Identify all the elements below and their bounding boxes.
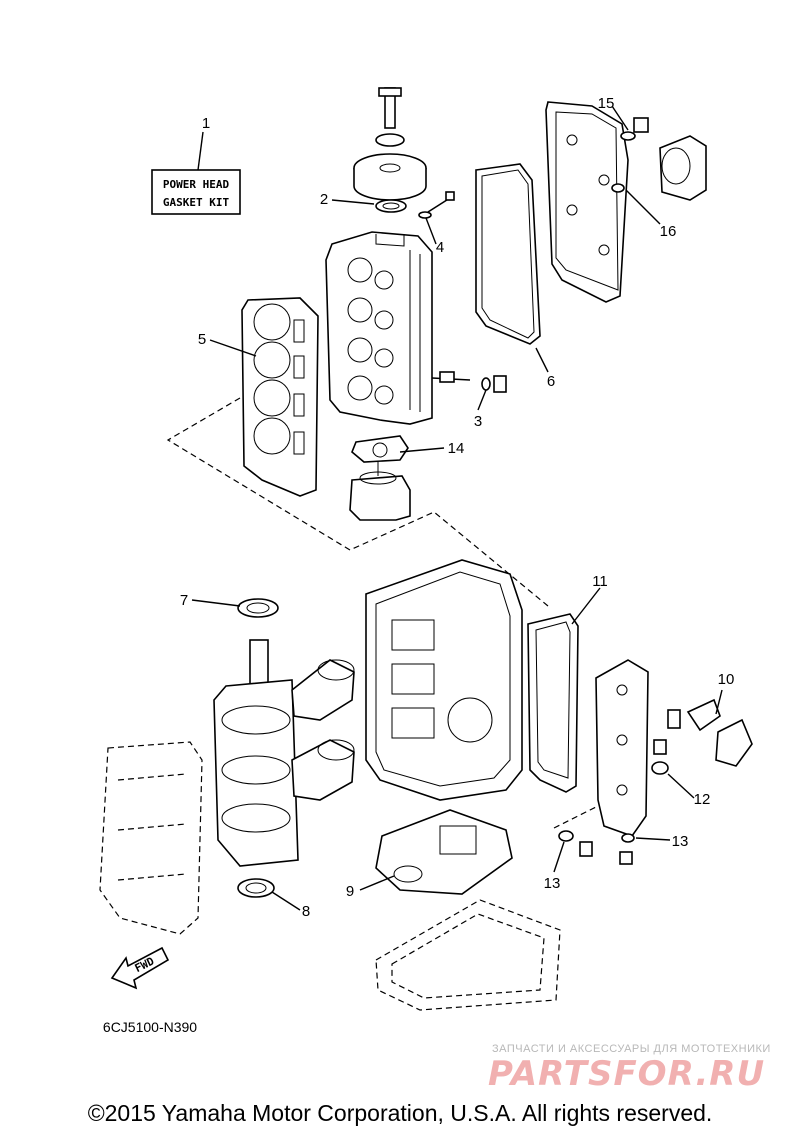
oil-seal-7: [237, 598, 279, 618]
exhaust-gasket-6: [475, 163, 541, 345]
fuel-pump: [611, 135, 707, 201]
callout-10: 10: [718, 671, 735, 688]
oil-seal-8: [237, 878, 275, 898]
callout-6: 6: [547, 373, 555, 390]
kit-box-line1: POWER HEAD: [163, 178, 230, 191]
gasket-9: [375, 809, 513, 895]
diagram-code: 6CJ5100-N390: [103, 1019, 197, 1035]
bolts-13: [558, 830, 635, 865]
leader-lines: [191, 105, 723, 911]
oil-seal-2: [375, 199, 407, 213]
kit-bracket-upper: [166, 397, 549, 607]
fwd-arrow-icon: FWD: [110, 946, 170, 990]
callout-13a: 13: [672, 833, 689, 850]
plug-oring-3: [431, 371, 507, 393]
copyright-notice: ©2015 Yamaha Motor Corporation, U.S.A. A…: [87, 1100, 713, 1126]
callout-13b: 13: [544, 875, 561, 892]
callout-9: 9: [346, 883, 354, 900]
callout-12: 12: [694, 791, 711, 808]
gasket-14: [351, 435, 409, 463]
head-gasket-5: [241, 297, 319, 497]
callout-16: 16: [660, 223, 677, 240]
watermark-tagline: ЗАПЧАСТИ И АКСЕССУАРЫ ДЛЯ МОТОТЕХНИКИ: [492, 1043, 771, 1055]
cam-pulley: [353, 87, 427, 201]
part-10: [667, 698, 753, 767]
cylinder-head: [325, 231, 433, 425]
crankcase-cover: [595, 659, 649, 837]
callout-7: 7: [180, 592, 188, 609]
sensor-15: [620, 117, 649, 141]
callout-14: 14: [448, 440, 465, 457]
callout-4: 4: [436, 239, 444, 256]
pistons: [291, 659, 355, 801]
callout-3: 3: [474, 413, 482, 430]
callout-1: 1: [202, 115, 210, 132]
kit-box-line2: GASKET KIT: [163, 196, 230, 209]
crankshaft: [213, 639, 299, 867]
bolt-washer-4: [418, 191, 455, 219]
thermostat-housing: [349, 462, 411, 521]
watermark-logo: PARTSFOR.RU: [488, 1054, 766, 1094]
callout-5: 5: [198, 331, 206, 348]
cylinder-block: [365, 559, 523, 801]
callout-15: 15: [598, 95, 615, 112]
callout-8: 8: [302, 903, 310, 920]
callout-labels: 1 2 3 4 5 6 7 8 9 10 11 12 13 13 14 15 1…: [180, 95, 735, 920]
gasket-kit-box: POWER HEAD GASKET KIT: [151, 131, 241, 215]
gasket-11: [527, 613, 579, 793]
lower-case: [375, 899, 561, 1011]
oring-12: [651, 761, 669, 775]
exhaust-cover: [545, 101, 629, 303]
callout-2: 2: [320, 191, 328, 208]
callout-11: 11: [592, 573, 608, 590]
crankcase-left: [99, 741, 203, 935]
